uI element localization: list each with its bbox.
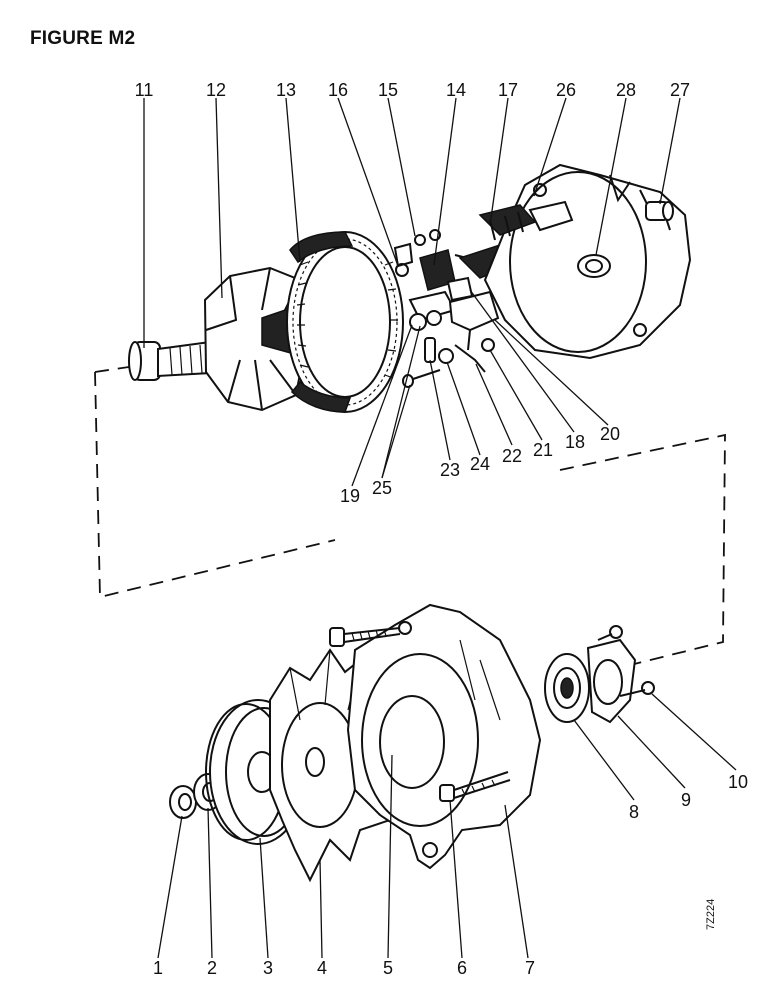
- callout-14: 14: [446, 80, 466, 100]
- pulley-nut-part-1: [169, 785, 197, 819]
- screw-part-10: [619, 681, 655, 697]
- callout-17: 17: [498, 80, 518, 100]
- callout-25: 25: [372, 478, 392, 498]
- callout-12: 12: [206, 80, 226, 100]
- diode-heatsink-part-18: [446, 276, 474, 302]
- callout-5: 5: [383, 958, 393, 978]
- callout-2: 2: [207, 958, 217, 978]
- callout-24: 24: [470, 454, 490, 474]
- callout-9: 9: [681, 790, 691, 810]
- terminal-stud-part-27: [645, 201, 674, 221]
- callout-23: 23: [440, 460, 460, 480]
- callout-11: 11: [135, 80, 154, 100]
- callout-10: 10: [728, 772, 748, 792]
- callout-1: 1: [153, 958, 163, 978]
- callout-16: 16: [328, 80, 348, 100]
- callout-3: 3: [263, 958, 273, 978]
- through-bolt-part-6: [439, 771, 511, 802]
- callout-20: 20: [600, 424, 620, 444]
- callout-labels: 11 12 13 16 15 14 17 26 28 27 19 25 23 2…: [135, 80, 748, 978]
- rectifier-part-17: [478, 200, 574, 241]
- callout-15: 15: [378, 80, 398, 100]
- drive-end-bracket-part-7: [346, 603, 542, 870]
- insulating-washer-part-24: [438, 348, 454, 364]
- callout-21: 21: [533, 440, 553, 460]
- callout-7: 7: [525, 958, 535, 978]
- callout-13: 13: [276, 80, 296, 100]
- figure-title: FIGURE M2: [30, 28, 136, 49]
- callout-22: 22: [502, 446, 522, 466]
- leader-lines: [143, 97, 737, 959]
- callout-19: 19: [340, 486, 360, 506]
- callout-27: 27: [670, 80, 690, 100]
- retaining-plate-part-9: [586, 638, 637, 724]
- callout-6: 6: [457, 958, 467, 978]
- brush-holder-cluster: [393, 229, 522, 331]
- callout-4: 4: [317, 958, 327, 978]
- callout-8: 8: [629, 802, 639, 822]
- bearing-part-28: [577, 254, 611, 278]
- washer-part-21: [481, 338, 495, 352]
- screw-upper-plate: [597, 625, 623, 641]
- bearing-part-8: [544, 653, 590, 723]
- figure-reference-code: 7Z224: [705, 899, 717, 930]
- stator-part-13: [286, 231, 404, 413]
- through-bolt-upper: [329, 627, 401, 647]
- assembly-boundary-dashed: [94, 351, 726, 666]
- bush-part-23: [424, 337, 436, 363]
- suppression-capacitor-part-20: [448, 290, 500, 351]
- callout-26: 26: [556, 80, 576, 100]
- lead-part-22: [454, 344, 486, 373]
- callout-18: 18: [565, 432, 585, 452]
- callout-28: 28: [616, 80, 636, 100]
